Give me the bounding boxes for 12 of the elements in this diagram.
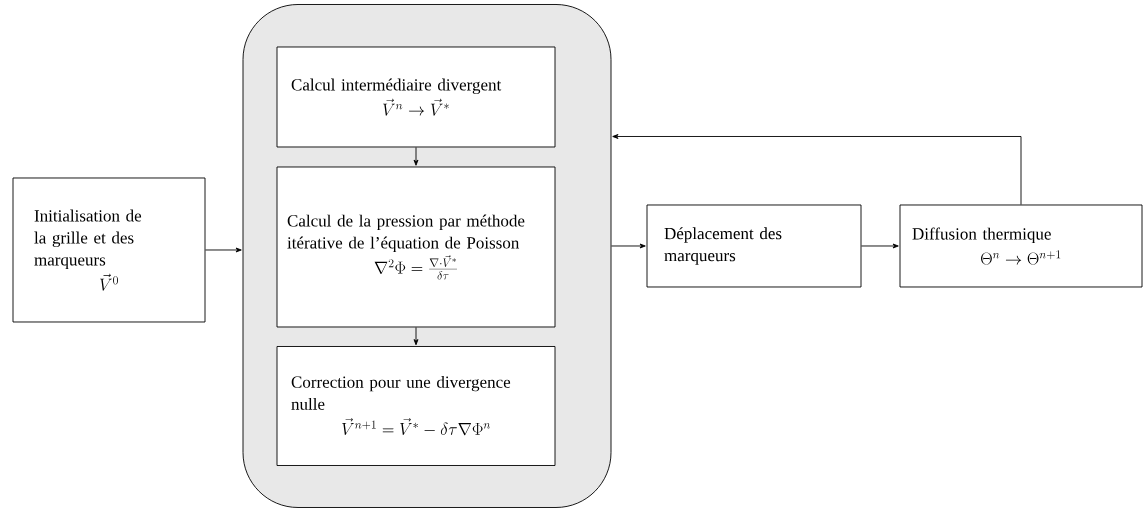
process-box: Déplacement des marqueurs [646,204,862,288]
arrow [413,147,419,166]
process-box: Calcul de la pression par méthode itérative de l’équation de Poisson $\nabla^2\Phi = \frac{\nabla\cdot\vec{V}^*}{\delta\tau}$ [276,166,556,328]
arrow [861,243,899,249]
arrow [413,327,419,346]
process-box: Initialisation de la grille et des marqueurs $\vec{V}^0$ [12,177,206,323]
arrow [612,134,1022,205]
process-box: Correction pour une divergence nulle $\vec{V}^{n+1} = \vec{V}^* - \delta\tau\nabla\Phi^n$ [276,346,556,466]
arrow [205,247,242,253]
process-box: Diffusion thermique $\Theta^n \rightarrow \Theta^{n+1}$ [899,204,1143,288]
arrow [611,243,646,249]
process-box: Calcul intermédiaire divergent $\vec{V}^n \rightarrow \vec{V}^*$ [276,46,556,148]
